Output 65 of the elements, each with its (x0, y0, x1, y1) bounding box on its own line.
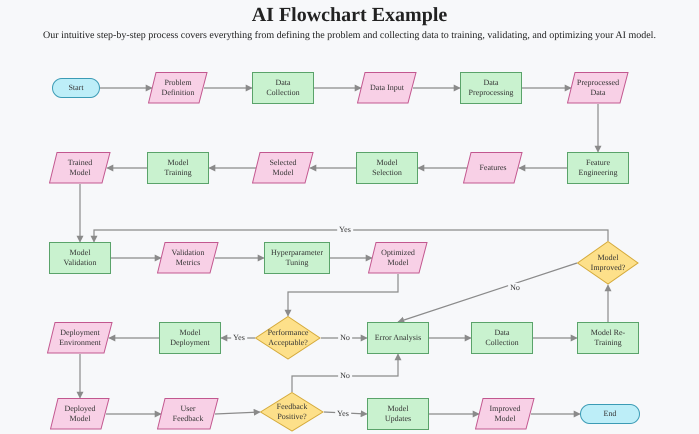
edge-label: No (338, 333, 352, 343)
arrow (429, 334, 472, 342)
arrow (417, 164, 467, 172)
arrow (533, 334, 578, 342)
data-parallelogram: Features (463, 152, 523, 184)
process-box: Data Collection (252, 72, 314, 104)
arrow (604, 284, 612, 322)
process-box: Feature Engineering (567, 152, 629, 184)
process-box: Hyperparameter Tuning (264, 242, 330, 274)
process-box: Model Validation (49, 242, 111, 274)
data-parallelogram: Trained Model (49, 152, 111, 184)
data-parallelogram: Data Input (357, 72, 417, 104)
process-box: Data Collection (471, 322, 533, 354)
arrow (594, 104, 602, 153)
process-box: Data Preprocessing (460, 72, 522, 104)
edge-label: No (338, 371, 352, 381)
arrow (284, 274, 399, 317)
data-parallelogram: Validation Metrics (157, 242, 219, 274)
data-parallelogram: Selected Model (252, 152, 314, 184)
process-box: Model Deployment (159, 322, 221, 354)
data-parallelogram: Problem Definition (148, 72, 208, 104)
arrow (76, 354, 84, 399)
arrow (518, 164, 567, 172)
decision-diamond: Performance Acceptable? (255, 316, 321, 360)
data-parallelogram: Deployment Environment (47, 322, 113, 354)
data-parallelogram: Deployed Model (50, 398, 110, 430)
arrow (100, 84, 153, 92)
terminal-pill: End (580, 404, 640, 424)
edge-label: Yes (335, 409, 351, 419)
arrow (76, 184, 84, 243)
arrow (208, 164, 256, 172)
arrow (429, 410, 480, 418)
arrow (204, 84, 253, 92)
caption: Our intuitive step-by-step process covers everything from defining the problem and collecting data to training, validating, and optimizing your AI model. (42, 30, 657, 42)
arrow (314, 84, 362, 92)
process-box: Model Updates (367, 398, 429, 430)
arrow (108, 334, 159, 342)
decision-diamond: Feedback Positive? (260, 392, 324, 432)
process-box: Model Selection (356, 152, 418, 184)
arrow (106, 410, 162, 418)
data-parallelogram: Optimized Model (368, 242, 428, 274)
arrow (330, 254, 373, 262)
edge-label: No (508, 283, 522, 293)
title: AI Flowchart Example (250, 4, 448, 27)
arrow (522, 84, 572, 92)
decision-diamond: Model Improved? (577, 241, 639, 285)
data-parallelogram: Preprocessed Data (567, 72, 629, 104)
edge-label: Yes (337, 225, 353, 235)
arrow (309, 164, 356, 172)
arrow (413, 84, 461, 92)
arrow (90, 229, 609, 243)
data-parallelogram: User Feedback (157, 398, 219, 430)
arrow (531, 410, 581, 418)
arrow (291, 353, 402, 392)
process-box: Model Training (147, 152, 209, 184)
arrow (106, 164, 147, 172)
process-box: Error Analysis (367, 322, 429, 354)
arrow (111, 254, 162, 262)
edge-label: Yes (231, 333, 247, 343)
terminal-pill: Start (52, 78, 100, 98)
process-box: Model Re-Training (577, 322, 639, 354)
arrow (397, 262, 578, 324)
arrow (215, 254, 265, 262)
arrow (214, 408, 261, 416)
data-parallelogram: Improved Model (475, 398, 535, 430)
